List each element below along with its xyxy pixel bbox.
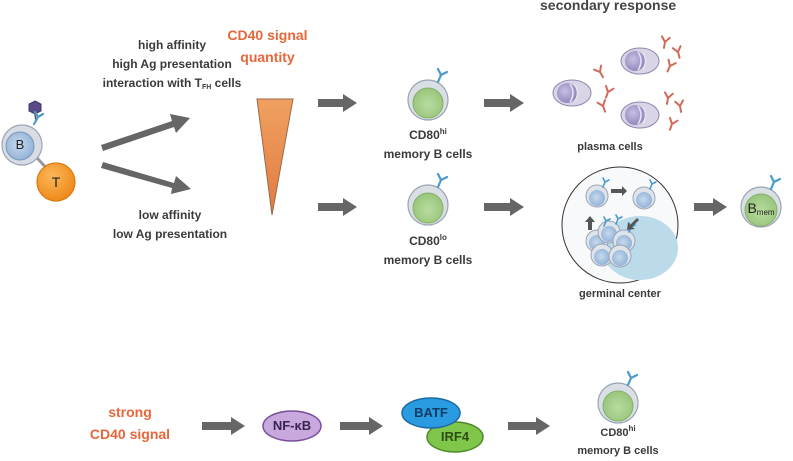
b-cell-label: B [15, 137, 25, 152]
flow-arrow [484, 198, 524, 216]
antibody-icon [660, 35, 671, 49]
cd40-signal-quantity-label: CD40 signal quantity [227, 27, 308, 65]
irf4-label: IRF4 [440, 429, 470, 444]
plasma-cells [552, 35, 685, 131]
flow-arrow [202, 417, 245, 435]
nfkb-node [262, 410, 322, 442]
plasma-cell [552, 79, 592, 107]
signal-quantity-triangle [256, 98, 294, 216]
gc-b-cell [632, 179, 657, 210]
flow-arrow [340, 417, 383, 435]
bcr-receptor-icon [32, 110, 45, 126]
horizontal-arrows [202, 94, 727, 435]
antibody-icon [663, 91, 674, 105]
antibody-icon [593, 64, 604, 79]
gc-b-cell-cluster [585, 214, 636, 268]
low-affinity-label: low affinity low Ag presentation [112, 208, 228, 241]
antibody-icon [674, 99, 685, 113]
flow-arrow [318, 198, 357, 216]
antibodies [593, 35, 685, 131]
flow-arrow [508, 417, 550, 435]
batf-irf4-node [401, 397, 484, 453]
nfkb-label: NF-κB [272, 418, 312, 433]
memory-b-cell-lo [407, 172, 449, 226]
antibody-icon [604, 84, 615, 99]
antibody-icon [668, 116, 679, 131]
flow-arrow [318, 94, 357, 112]
plasma-cells-label: plasma cells [577, 141, 643, 153]
antibody-icon [671, 45, 682, 59]
batf-label: BATF [414, 405, 448, 420]
b-t-cell-pair [1, 100, 76, 202]
b-mem-label: Bmem [747, 200, 775, 217]
t-cell [36, 162, 76, 202]
cd80-hi-label: CD80hi memory B cells [383, 127, 473, 162]
gc-b-cell [585, 177, 610, 208]
b-mem-cell [740, 174, 782, 228]
germinal-center [561, 166, 679, 284]
arrow-low-affinity [101, 162, 191, 194]
cd80-hi-bottom-label: CD80hi memory B cells [577, 424, 659, 458]
cd80-lo-label: CD80lo memory B cells [383, 233, 473, 268]
antibody-icon [666, 58, 677, 73]
plasma-cell [620, 101, 660, 129]
high-affinity-label: high affinity high Ag presentation inter… [102, 38, 242, 91]
antibody-icon [596, 98, 607, 113]
germinal-center-label: germinal center [579, 288, 661, 300]
memory-b-cell-bottom [597, 370, 639, 424]
flow-arrow [694, 198, 727, 216]
memory-b-cell-hi [407, 67, 449, 121]
flow-arrow [484, 94, 524, 112]
arrows [101, 114, 191, 194]
strong-cd40-signal-label: strong CD40 signal [89, 404, 171, 442]
arrow-high-affinity [101, 114, 190, 151]
plasma-cell [620, 47, 660, 75]
t-cell-label: T [51, 174, 61, 190]
secondary-response-label: secondary response [540, 0, 677, 13]
